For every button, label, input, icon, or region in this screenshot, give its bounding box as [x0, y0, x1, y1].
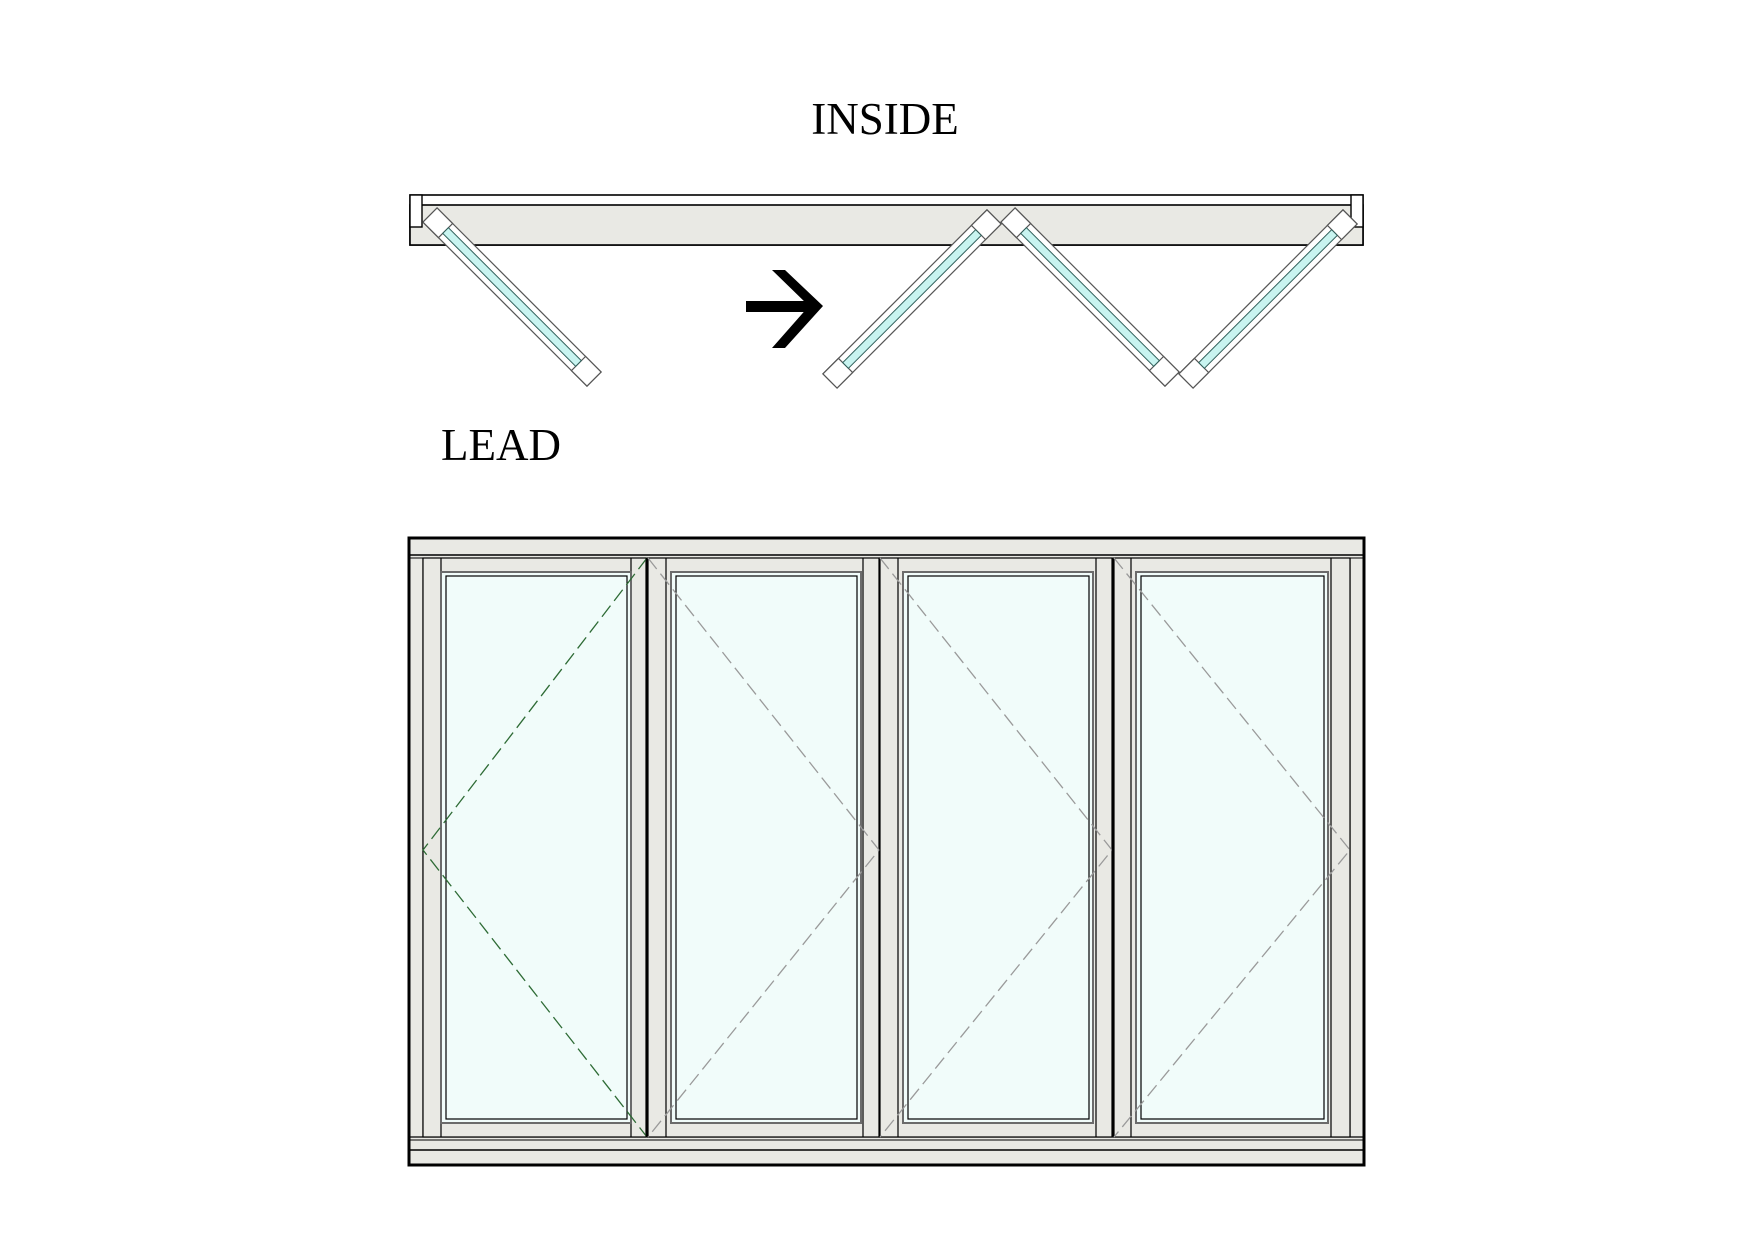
elevation-view [407, 536, 1366, 1167]
plan-panel-1 [422, 207, 602, 387]
plan-panel-3 [1000, 207, 1180, 387]
lead-swing-indicator [422, 557, 648, 1138]
lead-label: LEAD [441, 420, 561, 470]
glass-pane [902, 571, 1094, 1124]
plan-frame-track [409, 204, 1364, 246]
plan-jamb-left [409, 194, 423, 228]
elevation-panel-3 [879, 557, 1113, 1138]
glass-pane [670, 571, 862, 1124]
elevation-panel-2 [647, 557, 880, 1138]
glass-pane [1135, 571, 1329, 1124]
arrow-right-icon [746, 270, 823, 348]
inside-label: INSIDE [811, 94, 958, 144]
elevation-panel-1 [422, 557, 648, 1138]
elevation-panel-4 [1113, 557, 1351, 1138]
plan-panel-2 [822, 209, 1002, 389]
plan-panel-4 [1178, 209, 1358, 389]
glass-pane [440, 571, 632, 1124]
plan-view [409, 194, 1364, 389]
swing-indicator [1113, 557, 1351, 1138]
plan-jamb-right [1350, 194, 1364, 228]
swing-indicator [647, 557, 880, 1138]
